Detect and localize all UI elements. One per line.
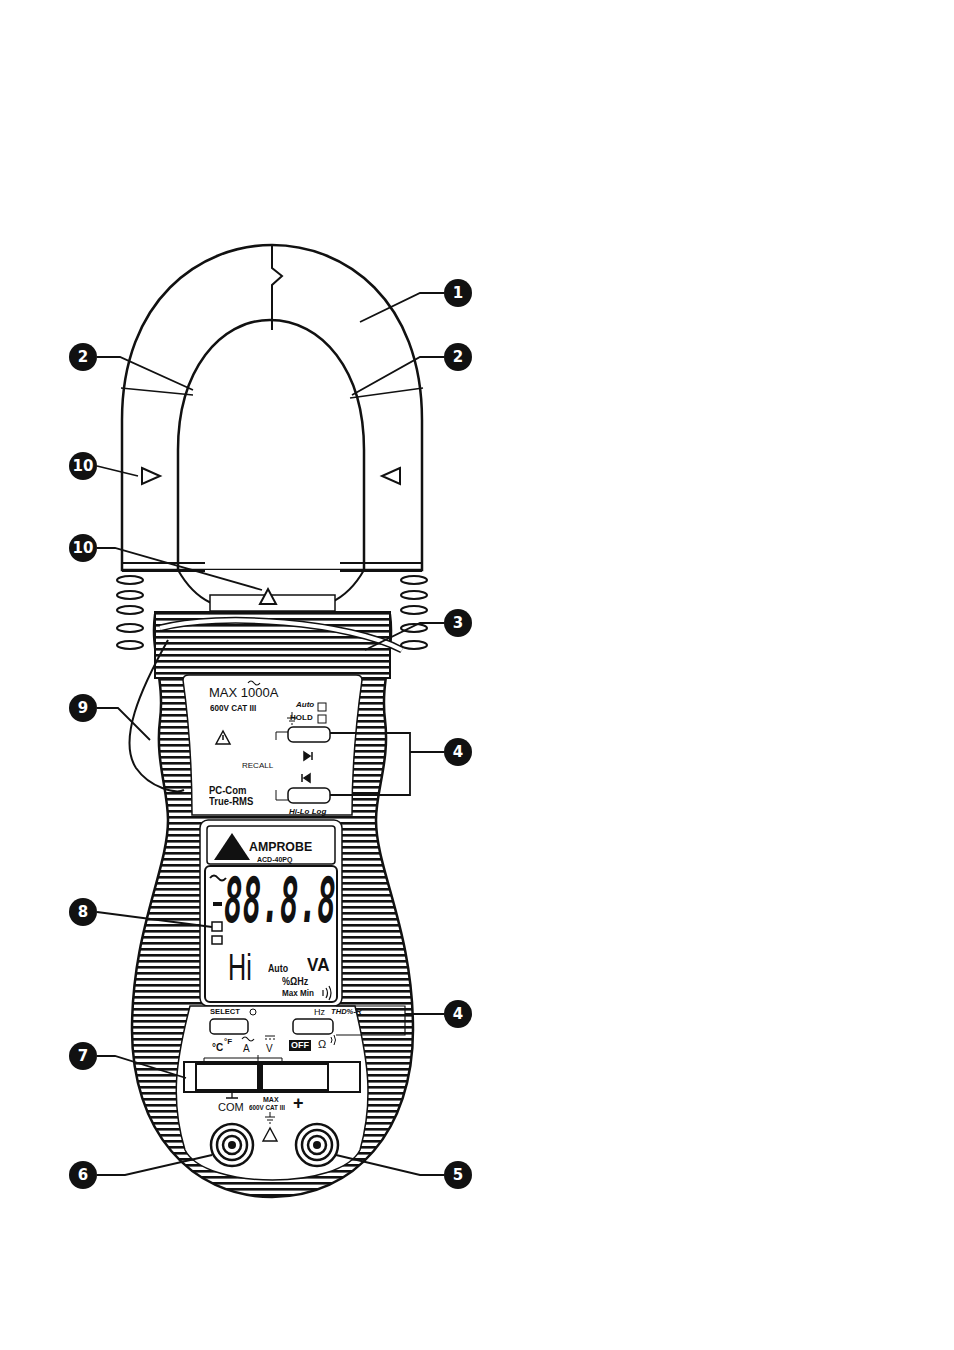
callout-text: 4 [453,745,463,760]
device-label: Hi-Lo Log [289,808,326,816]
callout-number: 10 [69,452,97,480]
callout-number: 5 [444,1161,472,1189]
device-label: Ω [318,1039,326,1050]
device-label: 88.8.8 [224,870,336,932]
callout-number: 10 [69,534,97,562]
device-label: MAX [263,1096,279,1103]
callout-text: 4 [453,1007,463,1022]
device-label: Hz [314,1008,325,1017]
device-label: 600V CAT III [249,1104,285,1111]
callout-number: 1 [444,279,472,307]
device-label: Max Min [282,989,314,998]
callout-number: 4 [444,738,472,766]
callout-text: 9 [78,701,88,716]
callout-text: 5 [453,1168,463,1183]
device-label: Hi [228,950,252,986]
device-label: °F [224,1038,232,1046]
device-label: Auto [296,701,314,709]
callout-number: 4 [444,1000,472,1028]
callout-text: 6 [78,1168,88,1183]
device-label: COM [218,1102,244,1113]
callout-number: 2 [69,343,97,371]
device-label: SELECT [210,1008,240,1016]
callout-number: 9 [69,694,97,722]
device-label: True-RMS [209,797,253,807]
device-label: RECALL [242,762,273,770]
callout-text: 2 [453,350,463,365]
device-label: PC-Com [209,786,246,796]
device-label: 600V CAT III [210,704,256,713]
device-label: %ΩHz [282,977,308,987]
device-label: °C [212,1043,223,1053]
callout-text: 3 [453,616,463,631]
callout-text: 7 [78,1049,88,1064]
device-label: VA [307,955,329,974]
callout-text: 8 [78,905,88,920]
device-label: THD%-R [331,1008,361,1016]
callout-number: 7 [69,1042,97,1070]
device-label: ACD-40PQ [257,856,292,863]
callout-text: 2 [78,350,88,365]
callout-number: 6 [69,1161,97,1189]
callout-text: 10 [73,459,94,474]
device-label: MAX 1000A [209,686,278,699]
device-label: A [243,1044,250,1054]
device-label: V [266,1044,273,1054]
device-label: Auto [268,963,288,974]
device-label: HOLD [290,714,313,722]
callout-text: 1 [453,286,463,301]
callout-number: 2 [444,343,472,371]
callout-text: 10 [73,541,94,556]
device-label: + [293,1094,304,1112]
callout-number: 8 [69,898,97,926]
callout-number: 3 [444,609,472,637]
device-label: OFF [289,1040,311,1051]
device-label: AMPROBE [249,840,312,853]
